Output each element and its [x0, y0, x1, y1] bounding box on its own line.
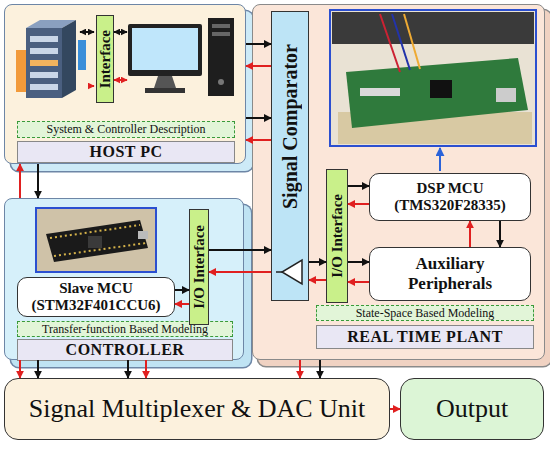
interface-box: Interface — [96, 15, 114, 103]
comparator-box: Signal Comparator — [271, 11, 309, 301]
node-label: Auxiliary Peripherals — [378, 254, 522, 293]
signal-arrow — [127, 360, 129, 378]
output-box: Output — [400, 378, 544, 440]
node-label: I/O Interface — [191, 225, 208, 309]
host-panel: System & Controller DescriptionHOST PC In… — [4, 4, 246, 164]
signal-arrow — [145, 360, 147, 378]
process-box: Signal Multiplexer & DAC Unit — [4, 378, 390, 440]
interface-box: I/O Interface — [326, 169, 348, 303]
plant-panel: State-Space Based ModelingREAL TIME PLAN… — [252, 4, 545, 360]
node-label: DSP MCU (TMS320F28335) — [378, 180, 522, 215]
signal-arrow — [390, 408, 400, 410]
module-title: CONTROLLER — [17, 339, 233, 361]
node-label: Interface — [97, 30, 114, 88]
signal-arrow — [19, 164, 21, 198]
signal-arrow — [19, 360, 21, 378]
signal-arrow — [319, 360, 321, 378]
controller-panel: Transfer-function Based ModelingCONTROLL… — [4, 198, 244, 360]
peripheral-box: Auxiliary Peripherals — [369, 247, 531, 301]
module-title: HOST PC — [17, 141, 235, 163]
module-description: State-Space Based Modeling — [316, 305, 534, 321]
node-label: Signal Comparator — [279, 44, 302, 209]
node-label: Output — [436, 394, 508, 424]
node-label: I/O Interface — [329, 194, 346, 278]
mcu-box: Slave MCU (STM32F401CCU6) — [17, 277, 175, 317]
mcu-box: DSP MCU (TMS320F28335) — [369, 173, 531, 221]
node-label: Slave MCU (STM32F401CCU6) — [26, 280, 166, 315]
signal-arrow — [37, 164, 39, 198]
node-label: Signal Multiplexer & DAC Unit — [29, 394, 366, 424]
signal-arrow — [299, 360, 301, 378]
module-description: System & Controller Description — [17, 121, 235, 138]
signal-arrow — [37, 360, 39, 378]
module-title: REAL TIME PLANT — [316, 325, 534, 349]
interface-box: I/O Interface — [189, 209, 209, 325]
